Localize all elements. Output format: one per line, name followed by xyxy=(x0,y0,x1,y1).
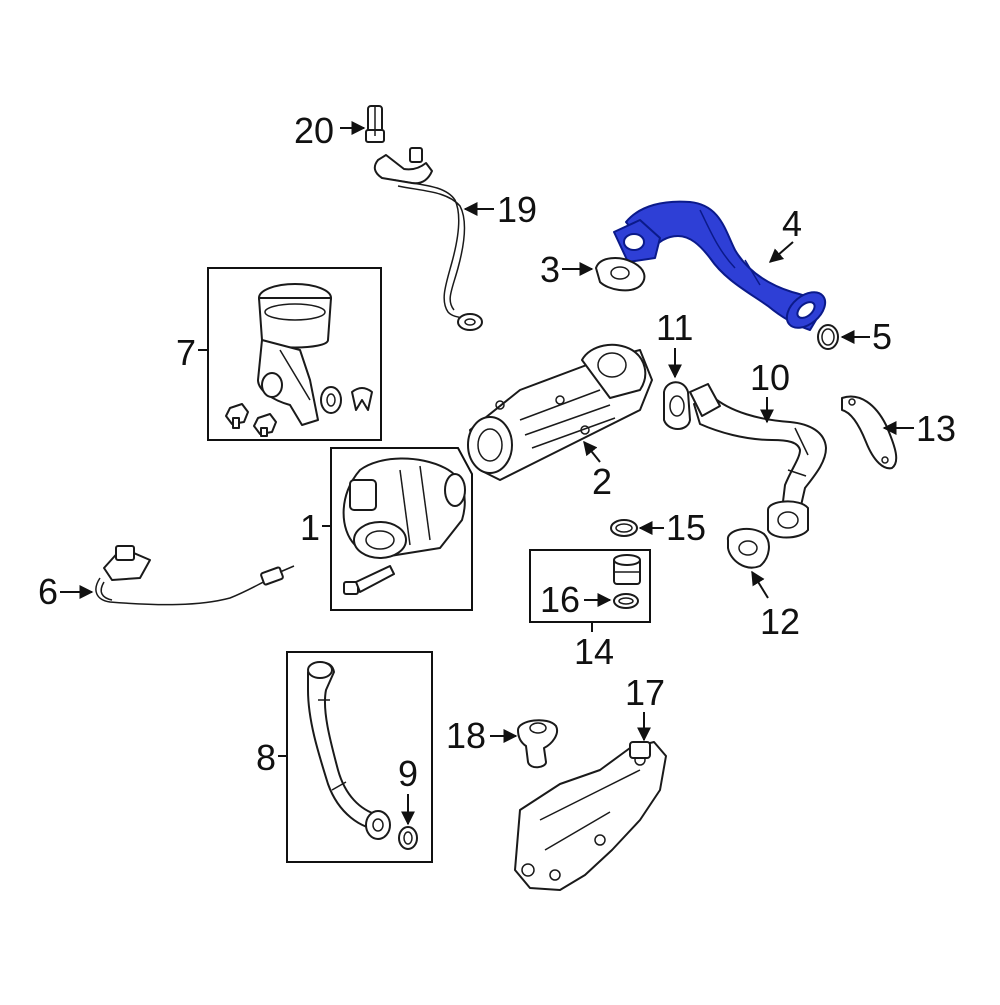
part-6-temperature-sensor[interactable] xyxy=(95,545,295,606)
callout-12: 12 xyxy=(751,570,800,642)
callout-14: 14 xyxy=(574,622,614,672)
svg-text:17: 17 xyxy=(625,672,665,713)
part-1-box xyxy=(330,447,473,611)
callout-3: 3 xyxy=(540,249,594,290)
svg-text:19: 19 xyxy=(497,189,537,230)
svg-text:14: 14 xyxy=(574,631,614,672)
svg-text:7: 7 xyxy=(176,332,196,373)
part-10-egr-tube[interactable] xyxy=(689,383,827,539)
svg-text:3: 3 xyxy=(540,249,560,290)
part-2-egr-cooler[interactable] xyxy=(467,343,653,481)
part-1-egr-pump[interactable] xyxy=(342,457,466,595)
part-13-heat-shield[interactable] xyxy=(841,395,898,470)
part-17-housing[interactable] xyxy=(514,741,667,891)
callout-13: 13 xyxy=(882,408,956,449)
part-12-gasket[interactable] xyxy=(727,527,770,569)
part-8-coolant-pipe[interactable] xyxy=(307,661,391,840)
part-3-gasket[interactable] xyxy=(595,257,646,292)
svg-text:18: 18 xyxy=(446,715,486,756)
svg-text:1: 1 xyxy=(300,507,320,548)
svg-text:6: 6 xyxy=(38,571,58,612)
callout-11: 11 xyxy=(656,307,693,379)
callout-8: 8 xyxy=(256,737,287,778)
callout-17: 17 xyxy=(625,672,665,742)
part-19-sensor-line[interactable] xyxy=(373,147,483,331)
part-16-seal-kit[interactable] xyxy=(613,554,641,609)
callout-18: 18 xyxy=(446,715,518,756)
part-7-egr-valve[interactable] xyxy=(225,283,373,437)
svg-text:12: 12 xyxy=(760,601,800,642)
callout-19: 19 xyxy=(463,189,537,230)
callout-7: 7 xyxy=(176,332,208,373)
callout-6: 6 xyxy=(38,571,94,612)
callout-2: 2 xyxy=(583,440,612,502)
svg-text:16: 16 xyxy=(540,579,580,620)
svg-text:4: 4 xyxy=(782,203,802,244)
svg-text:11: 11 xyxy=(656,307,693,348)
svg-text:20: 20 xyxy=(294,110,334,151)
callout-16: 16 xyxy=(540,579,612,620)
callout-9: 9 xyxy=(398,753,418,826)
part-5-o-ring[interactable] xyxy=(817,324,839,350)
part-11-gasket[interactable] xyxy=(663,381,691,430)
part-20-sensor[interactable] xyxy=(365,105,385,143)
part-4-egr-pipe[interactable] xyxy=(613,200,832,335)
callout-1: 1 xyxy=(300,507,331,548)
callout-5: 5 xyxy=(840,316,892,357)
svg-text:10: 10 xyxy=(750,357,790,398)
svg-text:8: 8 xyxy=(256,737,276,778)
svg-text:13: 13 xyxy=(916,408,956,449)
svg-text:9: 9 xyxy=(398,753,418,794)
svg-text:5: 5 xyxy=(872,316,892,357)
svg-text:15: 15 xyxy=(666,507,706,548)
callout-20: 20 xyxy=(294,110,366,151)
callout-10: 10 xyxy=(750,357,790,424)
part-18-connector[interactable] xyxy=(517,719,558,769)
callout-4: 4 xyxy=(768,203,802,263)
callout-15: 15 xyxy=(638,507,706,548)
part-14-box xyxy=(529,549,651,623)
part-15-o-ring[interactable] xyxy=(610,519,638,537)
part-9-o-ring[interactable] xyxy=(398,826,418,850)
part-7-box xyxy=(207,267,382,441)
svg-text:2: 2 xyxy=(592,461,612,502)
